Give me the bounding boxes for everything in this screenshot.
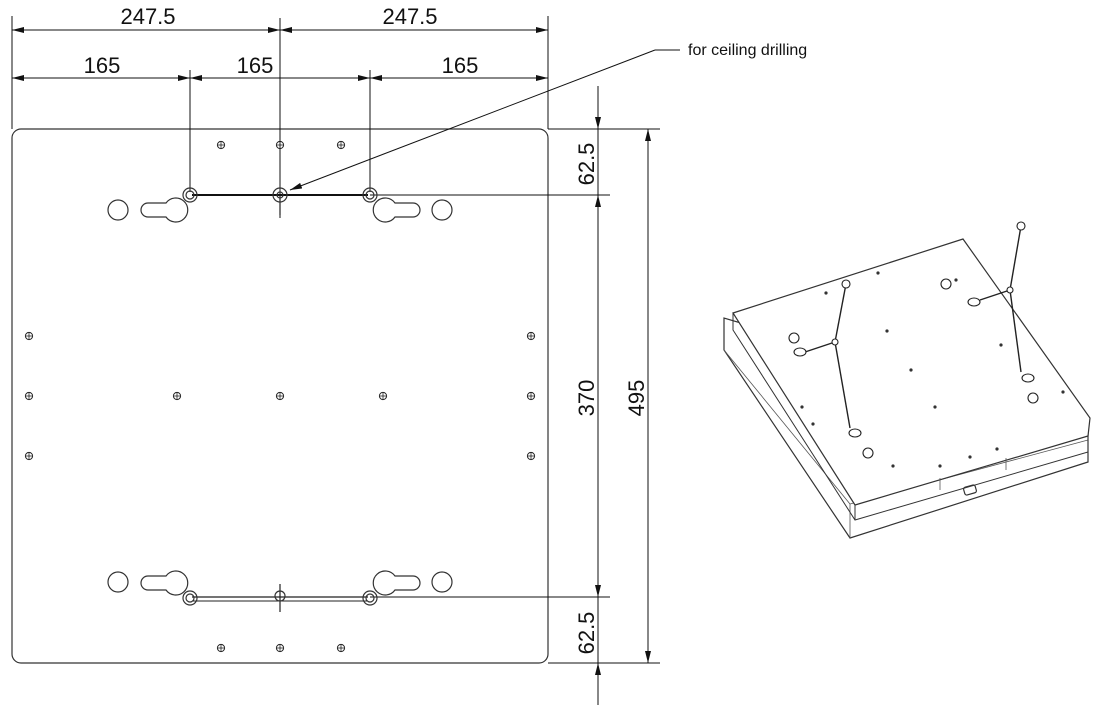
- iso-suspension-cables: [804, 225, 1022, 429]
- iso-connector: [963, 484, 977, 496]
- plan-view: 247.5 247.5 165 165 165 62.5 370 62.5 49…: [11, 4, 807, 705]
- top-mounting-rail: [107, 187, 453, 223]
- bottom-mounting-rail: [107, 570, 453, 612]
- iso-hardware: [788, 221, 1039, 459]
- iso-plate-top: [732, 238, 1091, 506]
- dim-label-seg-right: 165: [442, 53, 479, 78]
- iso-screws: [800, 271, 1065, 468]
- dim-label-right-total: 495: [624, 380, 649, 417]
- isometric-view: [723, 221, 1091, 539]
- dim-label-top-left: 247.5: [120, 4, 175, 29]
- ceiling-drilling-note: for ceiling drilling: [688, 42, 807, 59]
- dim-label-right-top: 62.5: [574, 143, 599, 186]
- dim-label-seg-mid: 165: [237, 53, 274, 78]
- dim-label-seg-left: 165: [84, 53, 121, 78]
- dim-label-top-right: 247.5: [382, 4, 437, 29]
- dim-label-right-mid: 370: [574, 380, 599, 417]
- ceiling-drilling-leader: [289, 49, 656, 191]
- dim-label-right-bottom: 62.5: [574, 612, 599, 655]
